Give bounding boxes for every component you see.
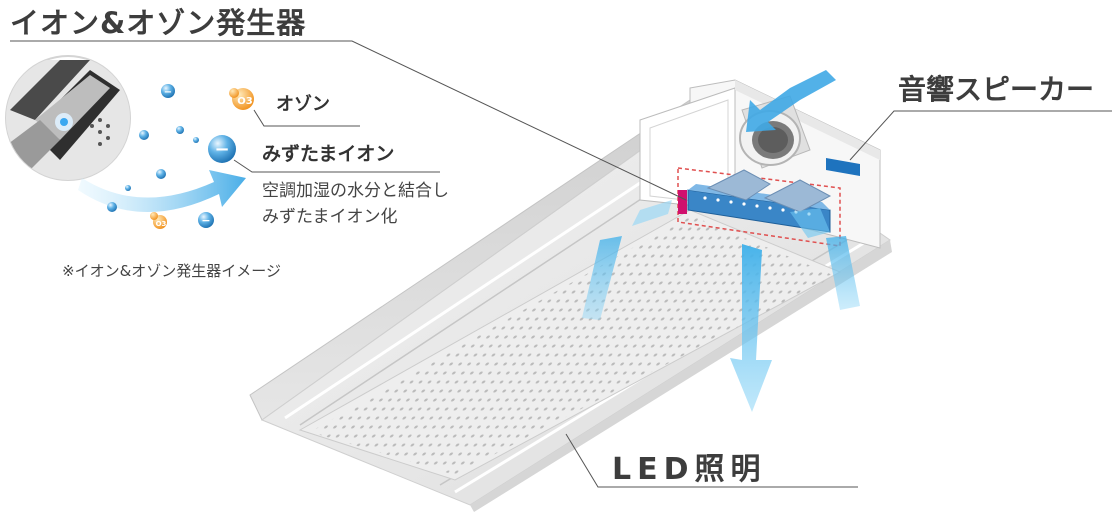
leader-speaker bbox=[849, 110, 1112, 161]
ion-description-line2: みずたまイオン化 bbox=[262, 207, 398, 227]
svg-text:−: − bbox=[214, 139, 229, 160]
svg-text:O3: O3 bbox=[237, 96, 253, 107]
label-ozone: オゾン bbox=[276, 94, 330, 115]
generator-closeup bbox=[5, 55, 131, 181]
airflow-arrows bbox=[582, 70, 860, 412]
label-mizutama-ion: みずたまイオン bbox=[262, 143, 395, 165]
label-ion-ozone-generator: イオン&オゾン発生器 bbox=[10, 6, 307, 40]
speaker-box bbox=[826, 158, 860, 176]
svg-text:−: − bbox=[201, 214, 210, 227]
label-led-light: LED照明 bbox=[612, 452, 767, 487]
svg-text:O3: O3 bbox=[156, 220, 167, 228]
image-note: ※イオン&オゾン発生器イメージ bbox=[62, 262, 281, 280]
svg-text:−: − bbox=[164, 87, 172, 98]
leader-main-title bbox=[10, 40, 687, 201]
leader-lines bbox=[10, 40, 1112, 488]
leader-ozone bbox=[253, 109, 360, 127]
ion-description: 空調加湿の水分と結合し みずたまイオン化 bbox=[262, 178, 449, 230]
ion-flow-arrow bbox=[78, 170, 246, 213]
label-speaker: 音響スピーカー bbox=[898, 73, 1095, 106]
ion-description-line1: 空調加湿の水分と結合し bbox=[262, 181, 449, 201]
leader-led bbox=[565, 433, 858, 488]
ion-particles: − − − bbox=[107, 84, 236, 228]
generator-magenta-block bbox=[678, 190, 687, 214]
ozone-particles: O3 O3 bbox=[150, 88, 254, 229]
ion-ball-large bbox=[208, 135, 236, 163]
leader-ion bbox=[233, 159, 440, 173]
